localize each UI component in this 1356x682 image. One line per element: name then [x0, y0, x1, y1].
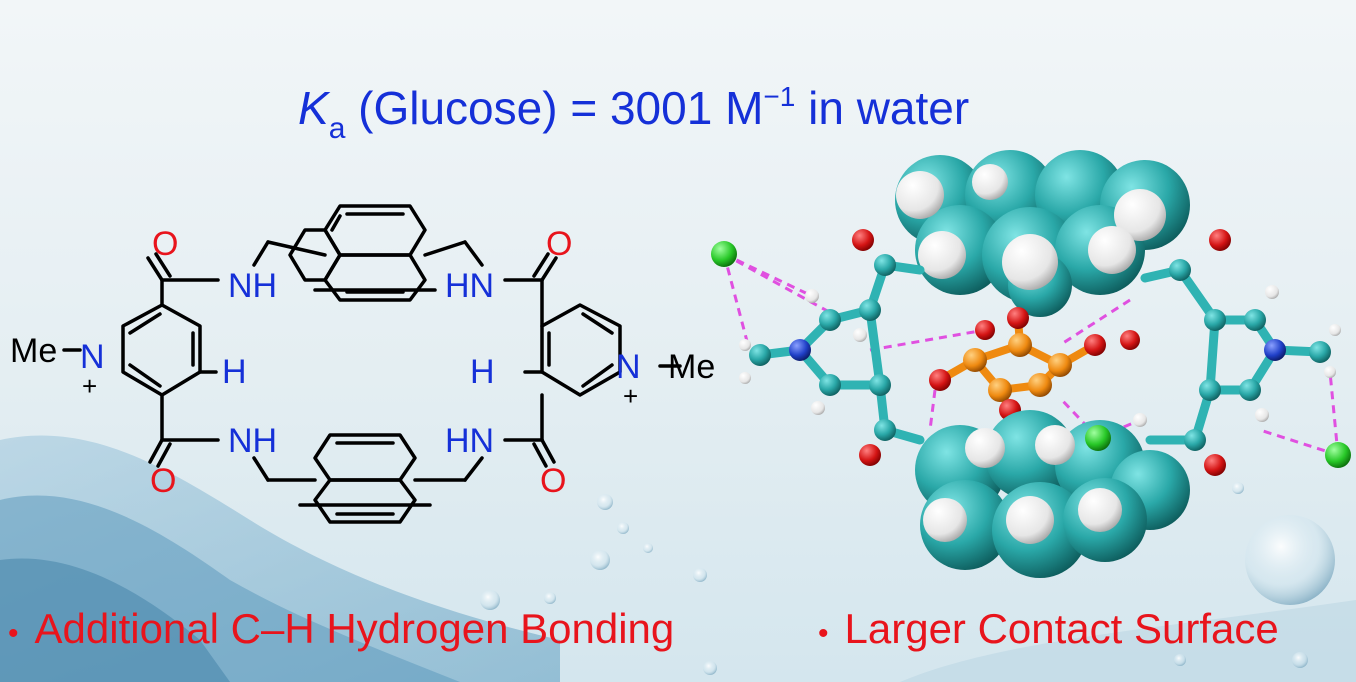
top-right-linker	[423, 240, 467, 257]
top-anthracene	[288, 204, 437, 302]
bullet-ch-hydrogen-bonding: • Additional C–H Hydrogen Bonding	[8, 605, 674, 652]
title-superscript: −1	[763, 81, 795, 112]
amide-hn-top-right: HN	[445, 267, 494, 305]
glucose-atoms	[929, 307, 1140, 421]
methyl-left: Me	[10, 332, 57, 370]
chemical-structure	[62, 204, 682, 524]
carbonyl-oxygen-top-left: O	[152, 225, 178, 263]
top-anthracene-spacefill	[895, 150, 1190, 317]
bullet-contact-surface: • Larger Contact Surface	[818, 605, 1279, 652]
bottom-anthracene-spacefill	[915, 410, 1190, 578]
top-left-linker	[266, 240, 327, 257]
structure-labels: O NH O HN Me N + H H N + Me NH O HN O	[10, 225, 715, 500]
ch-hydrogen-right: H	[470, 353, 495, 391]
bottom-anthracene	[298, 433, 432, 524]
pyridinium-n-left: N	[80, 338, 105, 376]
bullet-marker: •	[8, 617, 19, 650]
carbonyl-oxygen-bottom-left: O	[150, 462, 176, 500]
title-suffix: in water	[795, 82, 969, 134]
carbonyl-oxygen-top-right: O	[546, 225, 572, 263]
amide-nh-top-left: NH	[228, 267, 277, 305]
model-atoms	[739, 229, 1341, 476]
binding-constant-title: Ka (Glucose) = 3001 M−1 in water	[298, 81, 969, 145]
ch-hydrogen-left: H	[222, 353, 247, 391]
bullet-text: Additional C–H Hydrogen Bonding	[35, 605, 675, 652]
pyridinium-n-right: N	[616, 348, 641, 386]
amide-nh-bottom-left: NH	[228, 422, 277, 460]
left-pyridinium-ring	[62, 252, 220, 468]
chloride-ions	[711, 241, 1351, 468]
title-subscript: a	[329, 112, 346, 145]
title-symbol: K	[298, 82, 331, 134]
amide-hn-bottom-right: HN	[445, 422, 494, 460]
right-pyridinium-ring	[503, 252, 682, 468]
bullet-marker: •	[818, 617, 829, 650]
charge-plus-left: +	[82, 371, 97, 401]
charge-plus-right: +	[623, 381, 638, 411]
wave-decoration	[0, 435, 1356, 682]
bubbles	[480, 482, 1335, 675]
title-text: (Glucose) = 3001 M	[345, 82, 763, 134]
methyl-right: Me	[668, 348, 715, 386]
carbonyl-oxygen-bottom-right: O	[540, 462, 566, 500]
molecular-model	[711, 150, 1351, 578]
bullet-text: Larger Contact Surface	[845, 605, 1279, 652]
